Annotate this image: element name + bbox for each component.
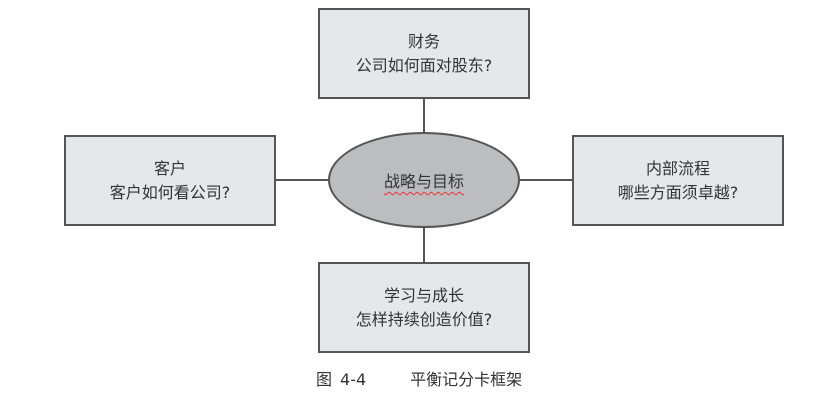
connector-right <box>518 179 572 181</box>
caption-prefix: 图 <box>316 370 333 389</box>
financial-question: 公司如何面对股东? <box>355 55 493 75</box>
caption-number: 4-4 <box>340 370 367 389</box>
connector-left <box>276 179 330 181</box>
learning-growth-question: 怎样持续创造价值? <box>355 309 493 329</box>
learning-growth-title: 学习与成长 <box>383 285 464 305</box>
customer-box: 客户 客户如何看公司? <box>64 135 276 226</box>
figure-caption: 图 4-4 平衡记分卡框架 <box>316 366 522 390</box>
strategy-ellipse: 战略与目标 <box>328 132 520 228</box>
learning-growth-box: 学习与成长 怎样持续创造价值? <box>318 262 530 353</box>
customer-title: 客户 <box>153 158 186 178</box>
connector-bottom <box>423 226 425 262</box>
internal-process-question: 哪些方面须卓越? <box>617 182 739 202</box>
internal-process-title: 内部流程 <box>645 158 710 178</box>
financial-box: 财务 公司如何面对股东? <box>318 8 530 99</box>
connector-top <box>423 98 425 134</box>
internal-process-box: 内部流程 哪些方面须卓越? <box>572 135 784 226</box>
caption-title: 平衡记分卡框架 <box>410 370 523 389</box>
customer-question: 客户如何看公司? <box>109 182 231 202</box>
financial-title: 财务 <box>407 31 440 51</box>
strategy-label: 战略与目标 <box>383 172 464 191</box>
